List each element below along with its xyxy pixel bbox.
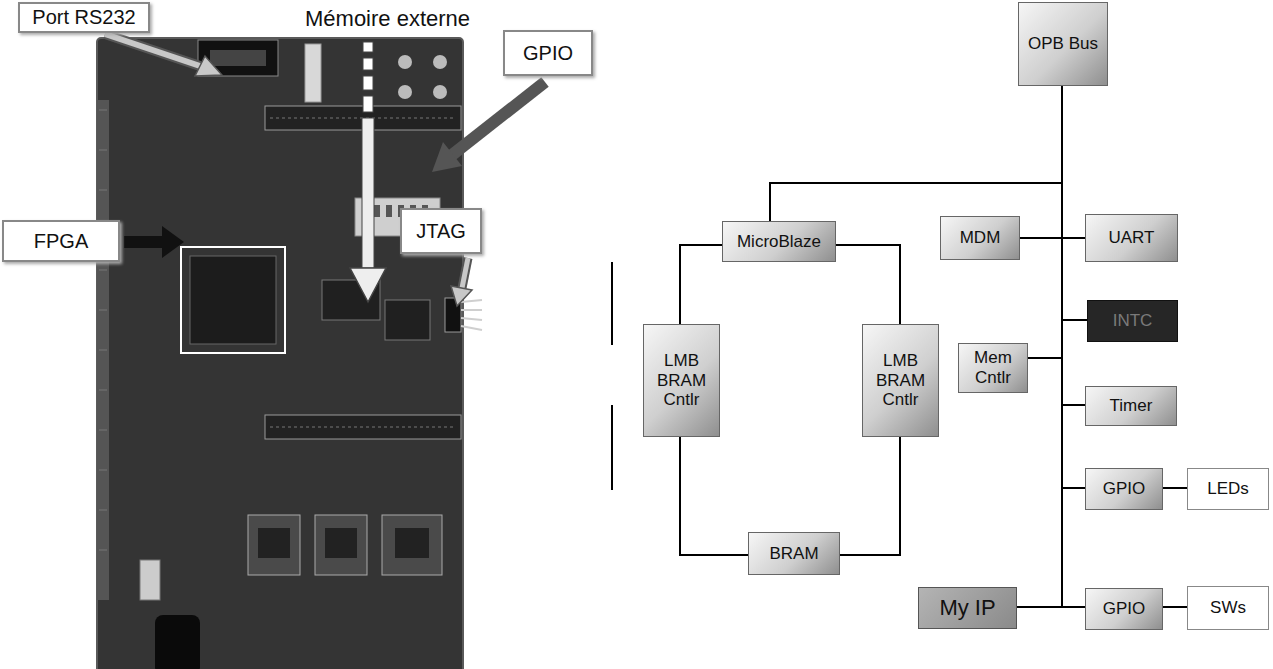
bus-connector bbox=[840, 437, 900, 555]
box-text: FPGA bbox=[34, 230, 88, 253]
bus-connector bbox=[1062, 86, 1085, 607]
leader-arrow bbox=[451, 258, 472, 306]
box-text: GPIO bbox=[1103, 599, 1146, 619]
bus-connector bbox=[1062, 86, 1085, 405]
box-text: OPB Bus bbox=[1028, 34, 1098, 54]
peripheral-box: UART bbox=[1085, 214, 1178, 262]
bus-connector bbox=[770, 86, 1062, 221]
box-text: GPIO bbox=[1103, 479, 1146, 499]
bus-connector bbox=[680, 437, 748, 555]
bus-connector bbox=[680, 245, 722, 324]
bus-box: OPB Bus bbox=[1018, 2, 1108, 86]
bus-connector bbox=[836, 245, 900, 324]
callout-box: FPGA bbox=[2, 220, 120, 262]
callout-label: Mémoire externe bbox=[305, 6, 470, 32]
callout-box: JTAG bbox=[400, 208, 482, 254]
custom-ip-box: My IP bbox=[918, 587, 1017, 629]
bus-connector bbox=[1028, 86, 1062, 358]
bus-connector bbox=[1163, 487, 1187, 489]
callout-box: Port RS232 bbox=[18, 2, 150, 33]
bus-connector bbox=[1020, 86, 1062, 238]
device-box: SWs bbox=[1187, 586, 1269, 630]
box-text: LMB BRAM Cntlr bbox=[868, 351, 933, 410]
box-text: Timer bbox=[1110, 396, 1153, 416]
bracket-line bbox=[611, 262, 613, 345]
box-text: UART bbox=[1109, 228, 1155, 248]
box-text: My IP bbox=[939, 595, 995, 621]
controller-box: Mem Cntlr bbox=[958, 343, 1028, 393]
controller-box: LMB BRAM Cntlr bbox=[643, 324, 720, 437]
box-text: GPIO bbox=[523, 42, 573, 65]
leader-arrow bbox=[105, 34, 222, 76]
device-box: LEDs bbox=[1187, 468, 1269, 510]
leader-arrow bbox=[432, 82, 545, 172]
memory-box: BRAM bbox=[748, 532, 840, 575]
peripheral-box: GPIO bbox=[1085, 468, 1163, 510]
box-text: JTAG bbox=[416, 220, 466, 243]
bracket-line bbox=[611, 405, 613, 490]
peripheral-box: MDM bbox=[940, 216, 1020, 260]
box-text: SWs bbox=[1210, 598, 1246, 618]
peripheral-box: GPIO bbox=[1085, 588, 1163, 630]
bus-connector bbox=[1062, 86, 1085, 488]
controller-box: LMB BRAM Cntlr bbox=[862, 324, 939, 437]
peripheral-box: Timer bbox=[1085, 386, 1177, 426]
bus-connector bbox=[1062, 86, 1087, 320]
bus-connector bbox=[1062, 86, 1085, 238]
callout-box: GPIO bbox=[503, 30, 593, 76]
box-text: BRAM bbox=[769, 544, 818, 564]
box-text: LMB BRAM Cntlr bbox=[649, 351, 714, 410]
box-text: MicroBlaze bbox=[737, 232, 821, 252]
peripheral-box: INTC bbox=[1087, 300, 1178, 342]
box-text: Mem Cntlr bbox=[964, 348, 1022, 387]
leader-arrow bbox=[124, 226, 184, 258]
box-text: LEDs bbox=[1207, 479, 1249, 499]
box-text: MDM bbox=[960, 228, 1001, 248]
bus-connector bbox=[1163, 606, 1187, 608]
processor-box: MicroBlaze bbox=[722, 221, 836, 262]
leader-arrow bbox=[350, 42, 386, 302]
box-text: INTC bbox=[1113, 311, 1153, 331]
box-text: Port RS232 bbox=[32, 6, 135, 29]
